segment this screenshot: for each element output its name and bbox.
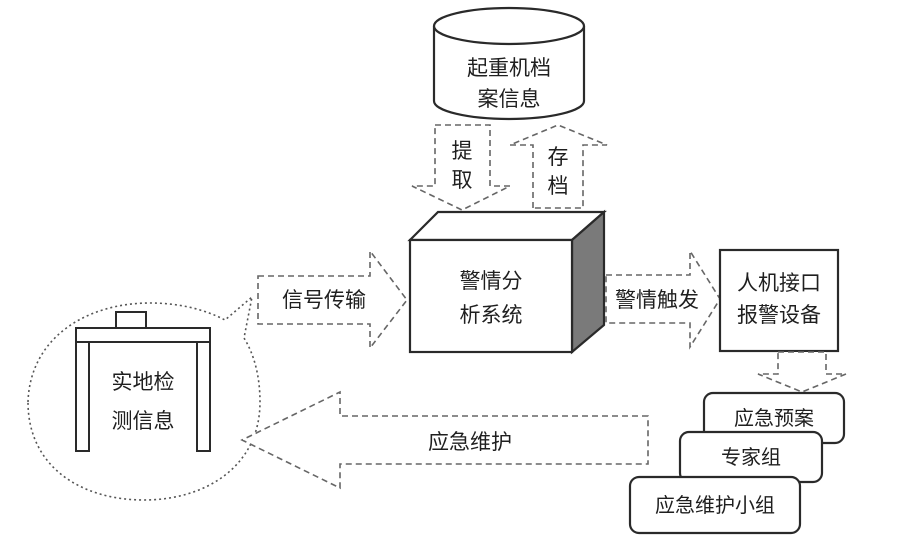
alarm-trigger-arrow: 警情触发 [605, 248, 721, 350]
field-detection-bubble: 实地检 测信息 [27, 294, 261, 501]
analysis-system-label-1: 警情分 [460, 269, 523, 293]
analysis-system-label-2: 析系统 [460, 303, 523, 327]
field-detection-label-2: 测信息 [112, 409, 175, 433]
signal-transmission-arrow: 信号传输 [257, 248, 409, 351]
signal-transmission-label: 信号传输 [282, 288, 366, 312]
hmi-alarm-device: 人机接口 报警设备 [718, 248, 840, 353]
response-card-plan-label: 应急预案 [734, 406, 814, 430]
archive-database: 起重机档 案信息 [432, 6, 586, 121]
emergency-maintenance-label: 应急维护 [428, 430, 512, 454]
store-arrow-label-2: 档 [548, 174, 569, 198]
response-card-stack: 应急预案 专家组 应急维护小组 [628, 391, 846, 535]
response-card-team-label: 应急维护小组 [655, 493, 775, 517]
gantry-crane-icon [75, 311, 211, 452]
field-detection-label-1: 实地检 [112, 370, 175, 394]
response-card-team: 应急维护小组 [628, 475, 802, 535]
extract-arrow-label-1: 提 [452, 139, 473, 163]
response-card-experts-label: 专家组 [721, 445, 781, 469]
store-arrow: 存 档 [509, 124, 608, 209]
response-down-arrow [757, 351, 847, 393]
analysis-system-box: 警情分 析系统 [407, 209, 607, 355]
alarm-trigger-label: 警情触发 [615, 288, 699, 312]
archive-database-label-1: 起重机档 [467, 56, 551, 80]
response-card-experts: 专家组 [678, 430, 824, 484]
emergency-maintenance-arrow: 应急维护 [240, 390, 649, 490]
extract-arrow: 提 取 [411, 124, 511, 211]
extract-arrow-label-2: 取 [452, 168, 473, 192]
hmi-alarm-device-label-2: 报警设备 [737, 303, 821, 327]
archive-database-label-2: 案信息 [478, 87, 541, 111]
hmi-alarm-device-label-1: 人机接口 [737, 271, 821, 295]
store-arrow-label-1: 存 [548, 145, 569, 169]
